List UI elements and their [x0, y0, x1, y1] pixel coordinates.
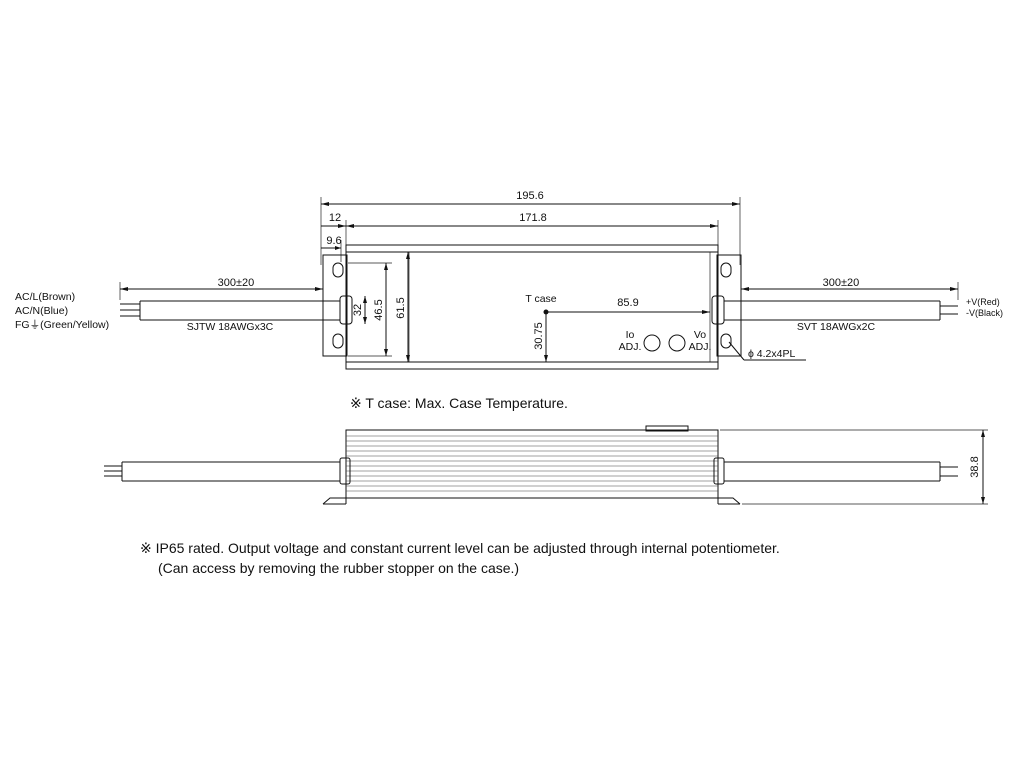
ip65-note: ※ IP65 rated. Output voltage and constan…: [140, 540, 780, 556]
wire-label-acn: AC/N(Blue): [15, 305, 68, 317]
input-cable-spec: SJTW 18AWGx3C: [187, 321, 274, 333]
dim-hole: 9.6: [326, 235, 341, 247]
io-label: Io: [626, 329, 635, 341]
tcase-label: T case: [525, 293, 556, 305]
mounting-slot: [720, 333, 732, 349]
output-cable-spec: SVT 18AWGx2C: [797, 321, 876, 333]
mounting-slot: [720, 262, 732, 278]
right-flange: [716, 254, 742, 357]
wire-label-fg: FG⏚(Green/Yellow): [15, 319, 109, 331]
vo-adj-label: ADJ.: [689, 341, 712, 353]
dim-30-75: 30.75: [533, 322, 545, 350]
left-flange: [322, 254, 348, 357]
wire-label-vplus: +V(Red): [966, 297, 1000, 307]
dim-cable-left: 300±20: [218, 277, 255, 289]
wire-label-vminus: -V(Black): [966, 308, 1003, 318]
io-adj-label: ADJ.: [619, 341, 642, 353]
case-body-top: [345, 244, 719, 370]
dim-body: 171.8: [519, 212, 547, 224]
wire-label-acl: AC/L(Brown): [15, 291, 75, 303]
dim-cable-right: 300±20: [823, 277, 860, 289]
io-adjuster: [643, 334, 661, 352]
case-body-side: [345, 429, 719, 499]
vo-label: Vo: [694, 329, 706, 341]
dim-46-5: 46.5: [373, 299, 385, 320]
ip65-note-2: (Can access by removing the rubber stopp…: [158, 560, 519, 576]
input-gland: [339, 295, 353, 325]
mounting-slot: [332, 333, 344, 349]
dim-85-9: 85.9: [617, 297, 638, 309]
dim-height: 38.8: [969, 456, 981, 477]
dim-32: 32: [352, 304, 364, 316]
hole-spec: ϕ 4.2x4PL: [748, 348, 795, 360]
dim-61-5: 61.5: [395, 297, 407, 318]
dim-end: 12: [329, 212, 341, 224]
output-gland: [711, 295, 725, 325]
rubber-stopper: [645, 425, 689, 432]
tcase-note: ※ T case: Max. Case Temperature.: [350, 395, 568, 411]
top-view: 195.6 12 171.8 9.6: [15, 190, 1003, 370]
vo-adjuster: [668, 334, 686, 352]
dim-overall: 195.6: [516, 190, 544, 202]
mounting-slot: [332, 262, 344, 278]
side-view: 38.8: [104, 425, 988, 505]
